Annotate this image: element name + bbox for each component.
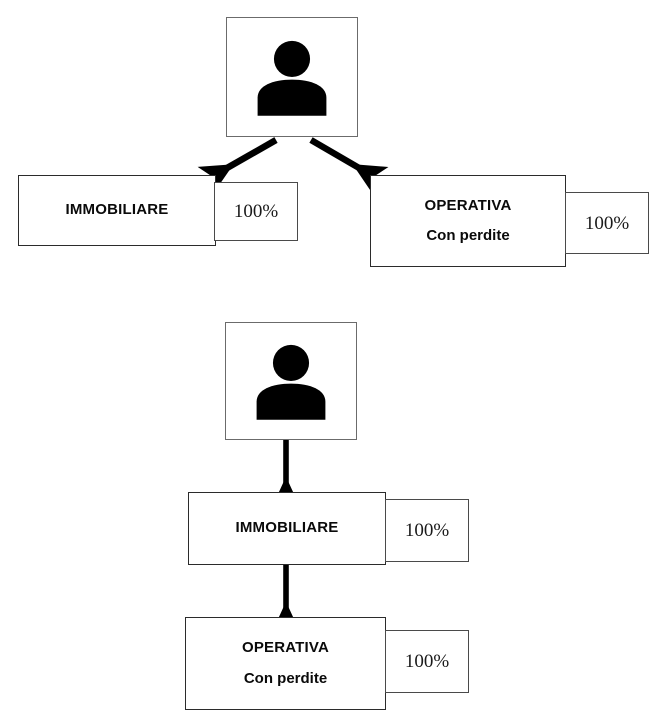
entity-node-operativa-bottom[interactable]: OPERATIVA Con perdite: [185, 617, 386, 710]
person-icon: [257, 40, 327, 116]
edge-top-person-to-operativa: [309, 137, 389, 194]
person-node-top[interactable]: [226, 17, 358, 137]
percent-badge-operativa-top[interactable]: 100%: [565, 192, 649, 254]
percent-badge-operativa-bottom[interactable]: 100%: [385, 630, 469, 693]
percent-badge-immobiliare-top[interactable]: 100%: [214, 182, 298, 241]
entity-node-immobiliare-top[interactable]: IMMOBILIARE: [18, 175, 216, 246]
person-icon: [256, 344, 326, 420]
percent-label: 100%: [233, 201, 279, 222]
entity-label: IMMOBILIARE: [65, 201, 169, 219]
percent-label: 100%: [584, 212, 630, 234]
entity-label: IMMOBILIARE: [235, 519, 339, 537]
percent-badge-immobiliare-bottom[interactable]: 100%: [385, 499, 469, 562]
percent-label: 100%: [404, 520, 450, 541]
entity-sublabel: Con perdite: [243, 669, 328, 687]
entity-sublabel: Con perdite: [426, 227, 510, 244]
entity-label: OPERATIVA: [241, 639, 330, 656]
edge-top-person-to-immobiliare: [197, 137, 278, 194]
entity-node-operativa-top[interactable]: OPERATIVA Con perdite: [370, 175, 566, 267]
percent-label: 100%: [404, 651, 450, 672]
entity-label: OPERATIVA: [424, 196, 512, 214]
entity-node-immobiliare-bottom[interactable]: IMMOBILIARE: [188, 492, 386, 565]
person-node-bottom[interactable]: [225, 322, 357, 440]
